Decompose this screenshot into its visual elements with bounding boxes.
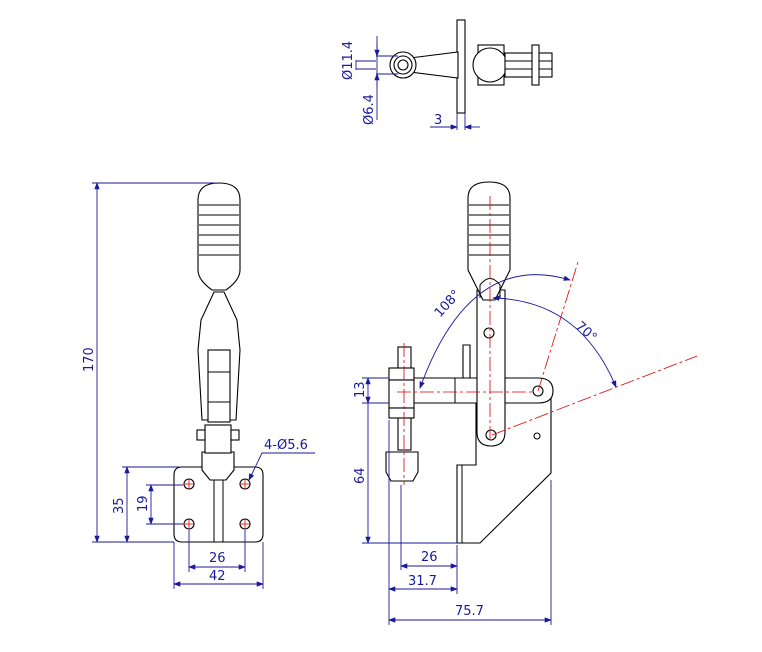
hole-callout: 4-Ø5.6 (264, 438, 308, 453)
angle-arm: 70° (572, 319, 599, 346)
dim-spindle-height: 64 (353, 467, 368, 484)
dim-plate-thickness: 3 (434, 113, 442, 128)
dim-dia-outer: Ø11.4 (341, 41, 356, 80)
dim-75-7: 75.7 (455, 604, 484, 619)
dim-overall-height: 170 (82, 347, 97, 372)
dim-26: 26 (421, 550, 438, 565)
dim-arm-height: 13 (353, 381, 368, 398)
top-view: Ø11.4 Ø6.4 3 (341, 19, 553, 130)
front-view: 170 35 19 26 42 4-Ø5.6 (82, 182, 315, 589)
dim-base-height: 35 (112, 497, 127, 514)
mounting-holes (183, 478, 251, 530)
dim-hole-spacing-v: 19 (136, 495, 151, 512)
dim-31-7: 31.7 (408, 574, 437, 589)
dim-hole-spacing-h: 26 (209, 551, 226, 566)
dim-base-width: 42 (209, 569, 226, 584)
angle-open: 108° (432, 287, 464, 320)
side-view: 108° 70° 13 64 26 31.7 75.7 (353, 181, 698, 625)
dim-dia-inner: Ø6.4 (362, 94, 377, 125)
